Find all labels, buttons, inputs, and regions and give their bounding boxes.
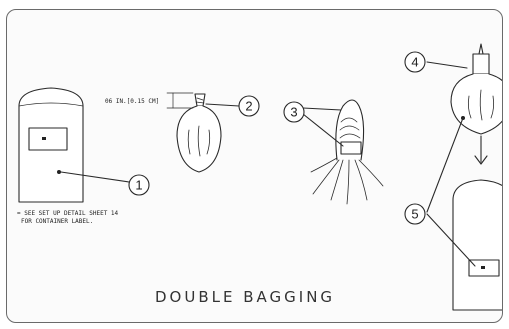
container-with-label bbox=[18, 87, 84, 203]
twisted-bag-neck bbox=[310, 99, 384, 205]
double-bagging-diagram: 1 2 3 4 5 06 IN.[0.15 CM] = SEE SET UP D… bbox=[17, 43, 502, 311]
note-line-2: FOR CONTAINER LABEL. bbox=[21, 218, 93, 225]
callout-5-label: 5 bbox=[411, 207, 418, 222]
dimension-label: 06 IN.[0.15 CM] bbox=[105, 98, 159, 105]
note-line-1: = SEE SET UP DETAIL SHEET 14 bbox=[17, 210, 119, 217]
callout-1-circle bbox=[128, 174, 150, 196]
callout-3-circle bbox=[283, 101, 305, 123]
callout-3-label: 3 bbox=[290, 105, 297, 120]
outer-bag bbox=[450, 43, 502, 135]
diagram-title: DOUBLE BAGGING bbox=[155, 288, 335, 306]
container-label-box bbox=[28, 127, 68, 151]
callout-4-label: 4 bbox=[411, 55, 418, 70]
callout-1-label: 1 bbox=[135, 178, 142, 193]
diagram-frame: 1 2 3 4 5 06 IN.[0.15 CM] = SEE SET UP D… bbox=[6, 9, 503, 323]
container-bottom-right bbox=[452, 179, 502, 311]
tied-bag bbox=[176, 93, 222, 173]
callout-2-circle bbox=[238, 95, 260, 117]
callout-4-circle bbox=[404, 51, 426, 73]
callout-5-circle bbox=[404, 203, 426, 225]
callout-2-label: 2 bbox=[245, 99, 252, 114]
